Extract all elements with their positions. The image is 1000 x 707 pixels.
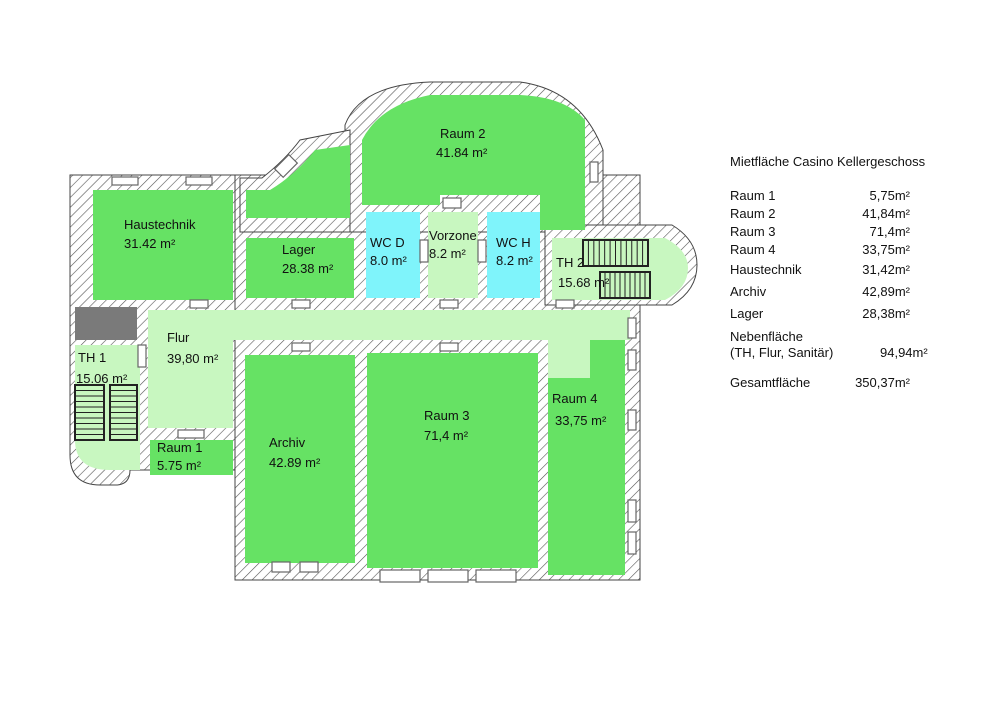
stairs bbox=[74, 239, 651, 441]
openings bbox=[111, 153, 637, 583]
legend-title: Mietfläche Casino Kellergeschoss bbox=[730, 154, 926, 169]
legend-row: Lager 28,38m² bbox=[730, 303, 928, 325]
legend-row-value: 41,84m² bbox=[862, 206, 910, 221]
legend-row-name: Haustechnik bbox=[730, 262, 802, 277]
label-raum2-area: 41.84 m² bbox=[436, 145, 488, 160]
legend-aux-name-2: (TH, Flur, Sanitär) bbox=[730, 345, 834, 360]
legend-row-name: Raum 2 bbox=[730, 206, 776, 221]
room-raum2[interactable] bbox=[362, 95, 585, 230]
label-th2-name: TH 2 bbox=[556, 255, 584, 270]
room-wc-h[interactable] bbox=[487, 212, 540, 298]
legend-row: Raum 1 5,75m² bbox=[730, 187, 928, 205]
room-flur[interactable] bbox=[148, 310, 630, 428]
label-raum1-name: Raum 1 bbox=[157, 440, 203, 455]
room-raum3[interactable] bbox=[367, 353, 538, 568]
room-archiv[interactable] bbox=[245, 355, 355, 563]
legend-row: Raum 2 41,84m² bbox=[730, 205, 928, 223]
label-lager-name: Lager bbox=[282, 242, 316, 257]
label-archiv-name: Archiv bbox=[269, 435, 306, 450]
label-th1-name: TH 1 bbox=[78, 350, 106, 365]
legend-aux-value: 94,94m² bbox=[880, 345, 928, 360]
legend-aux-name-1: Nebenfläche bbox=[730, 329, 803, 344]
room-lager[interactable] bbox=[246, 238, 354, 298]
legend-row-value: 33,75m² bbox=[862, 242, 910, 257]
label-haustechnik-name: Haustechnik bbox=[124, 217, 196, 232]
legend-row: Raum 4 33,75m² bbox=[730, 241, 928, 259]
room-vorzone[interactable] bbox=[428, 212, 478, 298]
label-flur-name: Flur bbox=[167, 330, 190, 345]
room-wc-d[interactable] bbox=[366, 212, 420, 298]
legend-row: Haustechnik 31,42m² bbox=[730, 259, 928, 281]
label-raum4-name: Raum 4 bbox=[552, 391, 598, 406]
room-th2[interactable] bbox=[552, 238, 688, 300]
legend-row-name: Archiv bbox=[730, 284, 767, 299]
label-wcd-name: WC D bbox=[370, 235, 405, 250]
label-raum3-name: Raum 3 bbox=[424, 408, 470, 423]
legend-row-name: Raum 3 bbox=[730, 224, 776, 239]
label-th2-area: 15.68 m² bbox=[558, 275, 610, 290]
label-raum3-area: 71,4 m² bbox=[424, 428, 469, 443]
legend-row-name: Raum 1 bbox=[730, 188, 776, 203]
label-archiv-area: 42.89 m² bbox=[269, 455, 321, 470]
room-raum1[interactable] bbox=[150, 440, 233, 475]
legend-row-value: 28,38m² bbox=[862, 306, 910, 321]
legend-row-name: Lager bbox=[730, 306, 764, 321]
legend-row-value: 42,89m² bbox=[862, 284, 910, 299]
legend-row-value: 31,42m² bbox=[862, 262, 910, 277]
room-raum4[interactable] bbox=[548, 340, 625, 575]
label-th1-area: 15.06 m² bbox=[76, 371, 128, 386]
area-legend: Mietfläche Casino Kellergeschoss Raum 1 5… bbox=[730, 154, 928, 390]
label-vorzone-name: Vorzone bbox=[429, 228, 477, 243]
label-wcd-area: 8.0 m² bbox=[370, 253, 408, 268]
label-raum4-area: 33,75 m² bbox=[555, 413, 607, 428]
label-lager-area: 28.38 m² bbox=[282, 261, 334, 276]
room-haustechnik[interactable] bbox=[93, 190, 233, 300]
legend-row: Archiv 42,89m² bbox=[730, 281, 928, 303]
legend-total-value: 350,37m² bbox=[855, 375, 910, 390]
legend-row-value: 5,75m² bbox=[869, 188, 910, 203]
label-vorzone-area: 8.2 m² bbox=[429, 246, 467, 261]
label-raum2-name: Raum 2 bbox=[440, 126, 486, 141]
legend-row-value: 71,4m² bbox=[869, 224, 910, 239]
label-haustechnik-area: 31.42 m² bbox=[124, 236, 176, 251]
stair-block bbox=[75, 307, 137, 340]
legend-row-name: Raum 4 bbox=[730, 242, 776, 257]
room-th1[interactable] bbox=[75, 345, 140, 470]
legend-row: Raum 3 71,4m² bbox=[730, 223, 928, 241]
room-lager-upper bbox=[246, 145, 350, 218]
label-wch-name: WC H bbox=[496, 235, 531, 250]
legend-total-name: Gesamtfläche bbox=[730, 375, 811, 390]
label-flur-area: 39,80 m² bbox=[167, 351, 219, 366]
label-wch-area: 8.2 m² bbox=[496, 253, 534, 268]
label-raum1-area: 5.75 m² bbox=[157, 458, 202, 473]
